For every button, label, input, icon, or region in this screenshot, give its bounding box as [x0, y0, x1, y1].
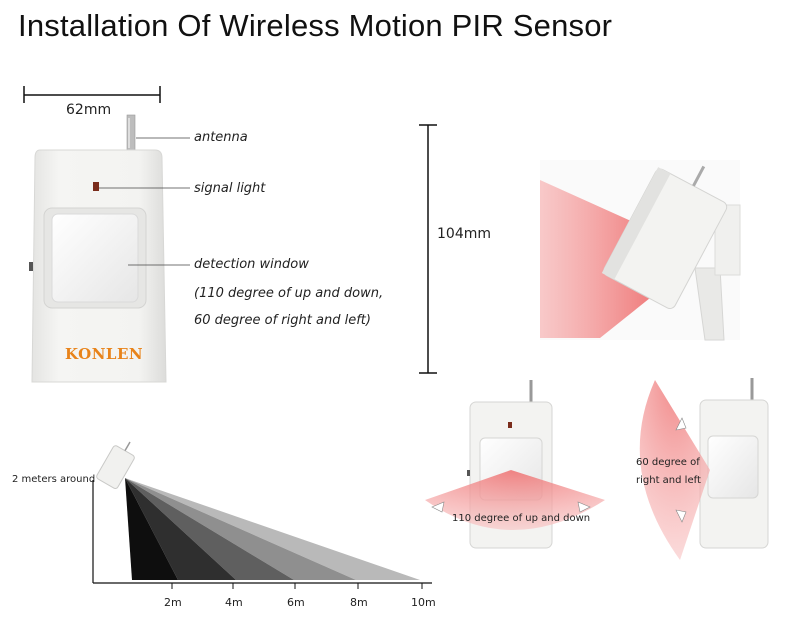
range-beam-4m — [125, 478, 236, 580]
range-tick-2m: 2m — [164, 596, 182, 609]
range-beam-6m — [125, 478, 294, 580]
horizontal-angle-line2: right and left — [636, 475, 701, 486]
arrow-left-icon — [431, 501, 445, 513]
width-dimension-bar — [23, 86, 161, 103]
brand-logo: KONLEN — [65, 345, 144, 363]
range-tick-4m: 4m — [225, 596, 243, 609]
detection-window-icon — [51, 213, 139, 303]
page-title: Installation Of Wireless Motion PIR Sens… — [18, 8, 613, 43]
range-tick-8m: 8m — [350, 596, 368, 609]
arrow-up-icon — [675, 417, 687, 431]
arrow-down-icon — [675, 509, 687, 523]
detection-angle-line2: 60 degree of right and left) — [194, 313, 371, 328]
front-view-illustration — [425, 380, 605, 549]
sensor-device — [29, 149, 167, 383]
height-dimension-bar — [419, 124, 437, 374]
range-beam-8m — [125, 478, 356, 580]
range-beam-2m — [125, 478, 178, 580]
small-sensor-icon — [96, 441, 135, 489]
detection-angle-line1: (110 degree of up and down, — [194, 286, 384, 301]
signal-light-icon — [93, 182, 99, 191]
width-dimension-label: 62mm — [66, 102, 112, 118]
antenna-label: antenna — [194, 130, 248, 145]
range-tick-10m: 10m — [411, 596, 436, 609]
horizontal-angle-line1: 60 degree of — [636, 457, 700, 468]
detection-window-label: detection window — [194, 257, 309, 272]
vertical-angle-label: 110 degree of up and down — [452, 513, 591, 524]
side-view-illustration — [540, 160, 741, 341]
range-beam-10m — [125, 478, 420, 580]
range-label: 2 meters around — [12, 474, 96, 485]
range-tick-6m: 6m — [287, 596, 305, 609]
side-fan-illustration — [639, 378, 769, 560]
height-dimension-label: 104mm — [437, 226, 491, 242]
range-diagram — [92, 441, 432, 589]
signal-light-label: signal light — [194, 181, 266, 196]
antenna-icon — [126, 114, 136, 151]
arrow-right-icon — [577, 501, 591, 513]
